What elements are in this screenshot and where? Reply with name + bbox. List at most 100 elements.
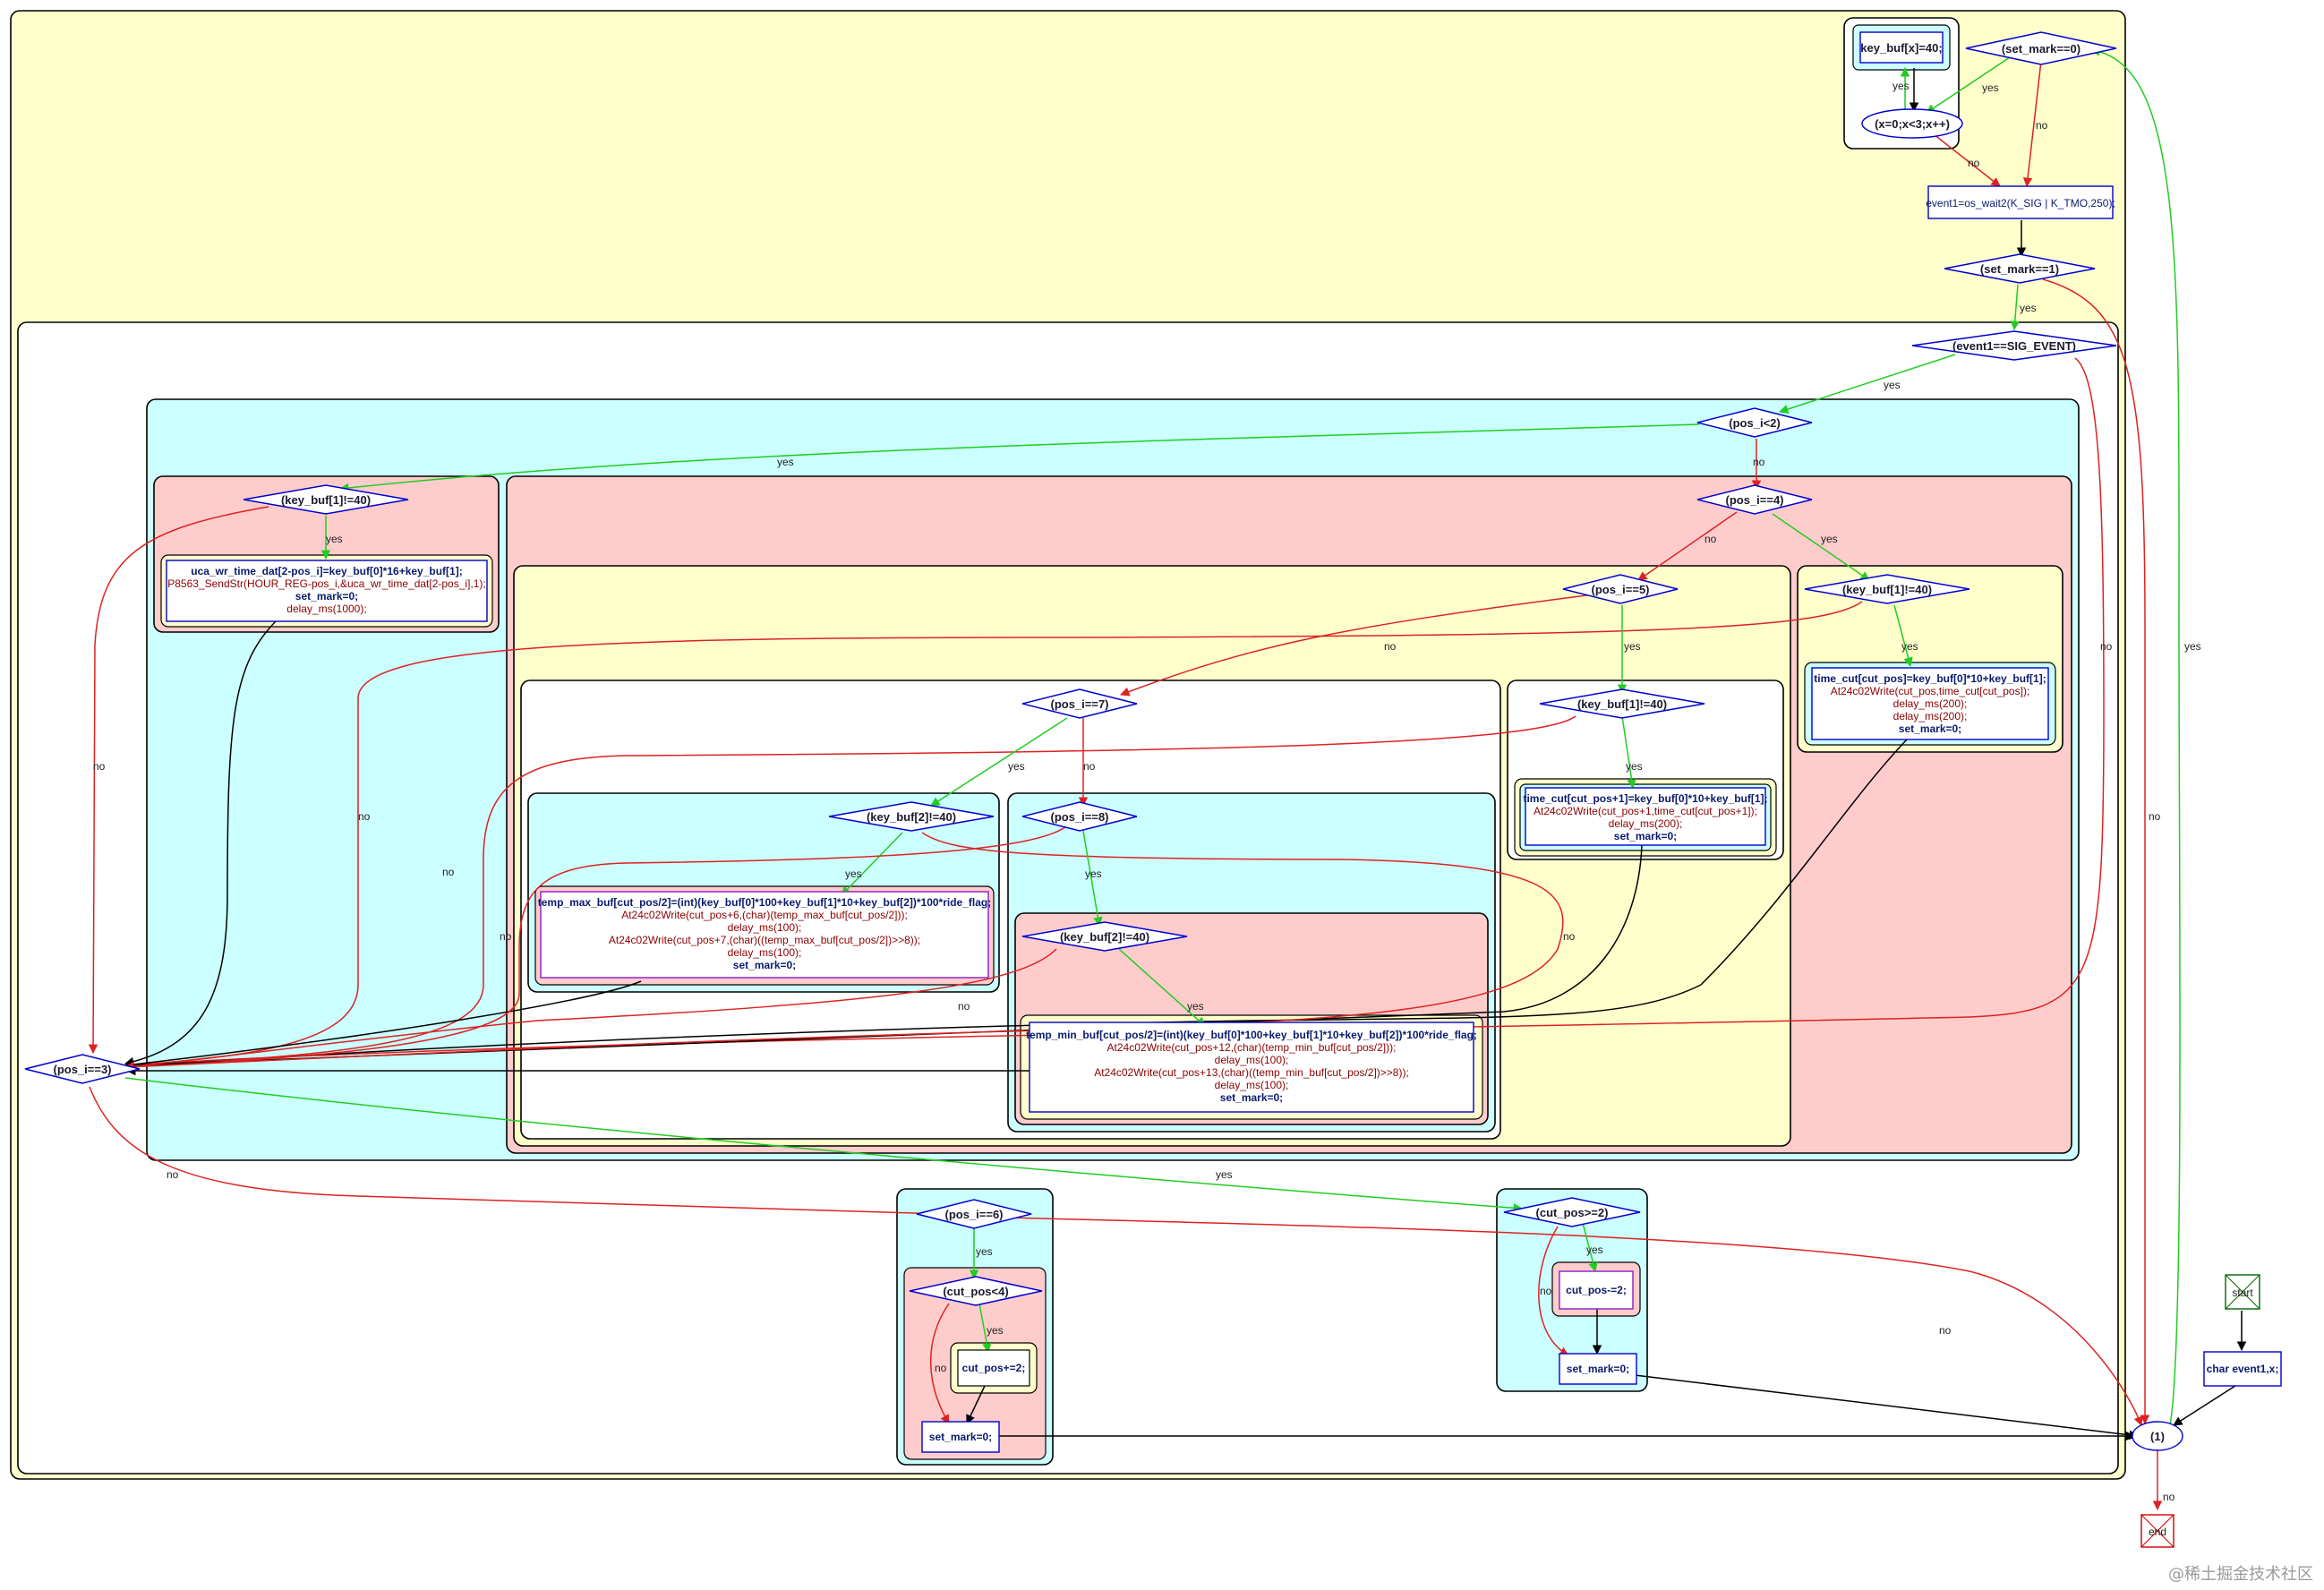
decision-set-mark-0[interactable]: (set_mark==0) xyxy=(1965,31,2117,65)
label-no: no xyxy=(500,930,512,943)
label-no: no xyxy=(1563,930,1576,943)
node-line: delay_ms(100); xyxy=(1215,1054,1289,1066)
edge-kb2b-min-yes xyxy=(1118,948,1206,1027)
edge-timedat-pos3 xyxy=(124,617,280,1067)
decision-pos-6[interactable]: (pos_i==6) xyxy=(916,1199,1032,1229)
label-yes: yes xyxy=(1884,379,1901,391)
clusters xyxy=(10,10,2126,1480)
label-no: no xyxy=(1753,456,1765,468)
node-line: temp_min_buf[cut_pos/2]=(int)(key_buf[0]… xyxy=(1026,1029,1477,1041)
node-set-mark-b[interactable]: set_mark=0; xyxy=(1559,1353,1637,1385)
decision-cut-lt4[interactable]: (cut_pos<4) xyxy=(909,1276,1043,1306)
node-end[interactable]: end xyxy=(2140,1514,2174,1548)
statement-nodes: key_buf[x]=40; (x=0;x<3;x++) event1=os_w… xyxy=(166,31,2282,1548)
node-temp-max[interactable]: temp_max_buf[cut_pos/2]=(int)(key_buf[0]… xyxy=(538,891,992,979)
edge-setmark0-wait-no xyxy=(2022,60,2042,188)
node-text: set_mark=0; xyxy=(929,1431,992,1443)
edge-plus-setmark xyxy=(966,1385,986,1424)
label-yes: yes xyxy=(1901,640,1918,653)
node-line: delay_ms(100); xyxy=(728,921,802,934)
decision-keybuf1-mid[interactable]: (key_buf[1]!=40) xyxy=(1539,688,1705,719)
node-line: At24c02Write(cut_pos+6,(char)(temp_max_b… xyxy=(621,909,908,921)
node-keybuf-init[interactable]: key_buf[x]=40; xyxy=(1859,31,1944,64)
decision-cut-ge2[interactable]: (cut_pos>=2) xyxy=(1503,1197,1641,1227)
decision-keybuf1-right[interactable]: (key_buf[1]!=40) xyxy=(1804,574,1970,604)
edge-pos4-pos5-no xyxy=(1637,511,1738,581)
label-yes: yes xyxy=(845,868,862,880)
node-line: set_mark=0; xyxy=(1614,830,1677,842)
node-line: uca_wr_time_dat[2-pos_i]=key_buf[0]*16+k… xyxy=(191,565,462,577)
decision-pos-4[interactable]: (pos_i==4) xyxy=(1696,484,1813,515)
decision-label: (set_mark==0) xyxy=(2002,42,2080,56)
decision-pos-8[interactable]: (pos_i==8) xyxy=(1021,801,1138,832)
node-text: cut_pos-=2; xyxy=(1566,1284,1627,1296)
decision-pos-lt2[interactable]: (pos_i<2) xyxy=(1696,407,1813,438)
decision-keybuf2-b[interactable]: (key_buf[2]!=40) xyxy=(1021,921,1188,952)
decision-keybuf2-a[interactable]: (key_buf[2]!=40) xyxy=(828,801,995,832)
label-yes: yes xyxy=(326,533,343,545)
node-wait[interactable]: event1=os_wait2(K_SIG | K_TMO,250); xyxy=(1926,185,2115,219)
edge-max-pos3 xyxy=(124,980,642,1070)
node-cut-plus[interactable]: cut_pos+=2; xyxy=(957,1349,1030,1387)
node-temp-min[interactable]: temp_min_buf[cut_pos/2]=(int)(key_buf[0]… xyxy=(1026,1022,1477,1113)
edge-pos3-pos6-no xyxy=(89,1086,944,1218)
edge-pos8-kb2b-yes xyxy=(1082,830,1103,928)
node-text: event1=os_wait2(K_SIG | K_TMO,250); xyxy=(1926,197,2115,209)
node-text: start xyxy=(2232,1287,2253,1299)
label-yes: yes xyxy=(1982,81,1999,94)
label-no: no xyxy=(1705,533,1717,545)
label-yes: yes xyxy=(1586,1244,1603,1256)
edge-pos8-pos3-no xyxy=(124,826,1066,1072)
edge-event-poslt2-yes xyxy=(1779,354,1956,415)
node-time-cut-1[interactable]: time_cut[cut_pos+1]=key_buf[0]*10+key_bu… xyxy=(1523,787,1768,846)
decision-label: (pos_i<2) xyxy=(1729,416,1780,430)
edge-pos6-loop-no xyxy=(1007,1217,2143,1426)
label-no: no xyxy=(167,1168,179,1181)
node-line: delay_ms(1000); xyxy=(286,603,366,615)
label-no: no xyxy=(958,1000,970,1013)
node-main-loop[interactable]: (1) xyxy=(2132,1421,2183,1451)
decision-label: (pos_i==5) xyxy=(1591,583,1649,596)
node-text: end xyxy=(2149,1526,2166,1538)
decision-label: (set_mark==1) xyxy=(1980,262,2059,276)
node-cut-minus[interactable]: cut_pos-=2; xyxy=(1559,1270,1634,1310)
node-line: time_cut[cut_pos]=key_buf[0]*10+key_buf[… xyxy=(1814,672,2046,685)
edge-setmarkb-loop xyxy=(1634,1374,2140,1440)
node-line: At24c02Write(cut_pos,time_cut[cut_pos]); xyxy=(1831,685,2030,697)
node-line: P8563_SendStr(HOUR_REG-pos_i,&uca_wr_tim… xyxy=(167,577,486,590)
label-yes: yes xyxy=(1008,760,1025,773)
label-no: no xyxy=(2149,810,2161,823)
decision-label: (pos_i==6) xyxy=(944,1208,1003,1221)
label-yes: yes xyxy=(2020,302,2037,314)
edge-kb2b-pos3-no xyxy=(124,948,1057,1072)
node-time-cut[interactable]: time_cut[cut_pos]=key_buf[0]*10+key_buf[… xyxy=(1811,667,2049,740)
label-no: no xyxy=(1083,760,1096,773)
node-text: char event1,x; xyxy=(2207,1363,2279,1375)
decision-pos-5[interactable]: (pos_i==5) xyxy=(1562,574,1679,604)
edge-labels: yes no yes yes no no no yes yes no yes n… xyxy=(93,80,2201,1503)
decision-keybuf1-left[interactable]: (key_buf[1]!=40) xyxy=(243,484,409,515)
decision-pos-3[interactable]: (pos_i==3) xyxy=(24,1054,141,1084)
label-no: no xyxy=(1939,1324,1952,1337)
decision-label: (event1==SIG_EVENT) xyxy=(1952,339,2076,353)
decision-label: (cut_pos<4) xyxy=(943,1285,1008,1298)
decision-set-mark-1[interactable]: (set_mark==1) xyxy=(1944,253,2096,284)
node-line: At24c02Write(cut_pos+7,(char)((temp_max_… xyxy=(609,934,920,946)
decision-label: (key_buf[2]!=40) xyxy=(867,810,956,824)
node-line: At24c02Write(cut_pos+13,(char)((temp_min… xyxy=(1094,1066,1409,1079)
edge-loop-setmark0-yes xyxy=(2089,47,2181,1426)
decision-label: (pos_i==7) xyxy=(1050,697,1108,711)
decision-pos-7[interactable]: (pos_i==7) xyxy=(1021,688,1138,719)
label-yes: yes xyxy=(777,456,794,468)
node-start[interactable]: start xyxy=(2225,1274,2260,1310)
node-declaration[interactable]: char event1,x; xyxy=(2203,1351,2282,1387)
decision-label: (pos_i==3) xyxy=(53,1063,111,1076)
node-time-dat[interactable]: uca_wr_time_dat[2-pos_i]=key_buf[0]*16+k… xyxy=(166,560,488,622)
decision-label: (key_buf[1]!=40) xyxy=(1842,583,1932,596)
decision-label: (cut_pos>=2) xyxy=(1536,1206,1609,1219)
node-set-mark-a[interactable]: set_mark=0; xyxy=(921,1421,1000,1453)
node-for-loop[interactable]: (x=0;x<3;x++) xyxy=(1861,108,1963,139)
edge-kb2a-max-yes xyxy=(841,832,903,896)
decision-event1[interactable]: (event1==SIG_EVENT) xyxy=(1911,330,2117,361)
